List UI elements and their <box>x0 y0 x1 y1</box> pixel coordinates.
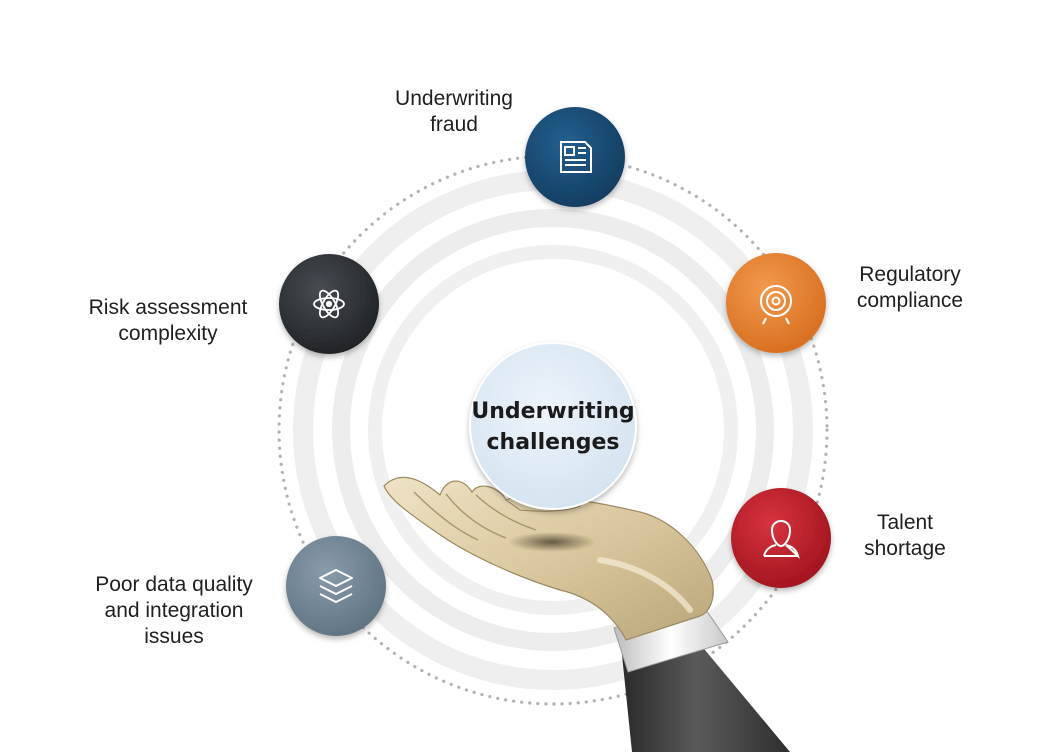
node-talent-shortage <box>731 488 831 588</box>
node-poor-data-quality <box>286 536 386 636</box>
center-title: Underwriting challenges <box>468 396 638 458</box>
center-circle <box>469 342 637 510</box>
center-title-line-2: challenges <box>486 430 620 455</box>
label-risk-assessment-complexity: Risk assessment complexity <box>78 295 258 347</box>
person-icon <box>763 520 800 559</box>
document-icon <box>560 141 592 173</box>
label-line: and integration <box>104 599 244 622</box>
layers-icon <box>319 569 353 603</box>
label-regulatory-compliance: Regulatory compliance <box>835 262 985 314</box>
node-regulatory-compliance <box>726 253 826 353</box>
label-underwriting-fraud: Underwriting fraud <box>374 86 534 138</box>
label-poor-data-quality: Poor data quality and integration issues <box>78 572 270 650</box>
label-talent-shortage: Talent shortage <box>835 510 975 562</box>
center-title-line-1: Underwriting <box>471 399 635 424</box>
node-risk-assessment-complexity <box>279 254 379 354</box>
label-line: compliance <box>856 289 964 312</box>
label-line: fraud <box>430 113 478 136</box>
node-underwriting-fraud <box>525 107 625 207</box>
atom-icon <box>313 289 345 319</box>
label-line: Poor data quality <box>95 573 253 596</box>
label-line: Regulatory <box>859 263 961 286</box>
label-line: Talent <box>876 511 934 534</box>
label-line: Risk assessment <box>88 296 248 319</box>
dotted-orbit <box>277 154 829 706</box>
label-line: shortage <box>864 537 946 560</box>
label-line: Underwriting <box>395 87 513 110</box>
target-icon <box>760 285 792 325</box>
label-line: complexity <box>118 322 218 345</box>
label-line: issues <box>144 625 204 648</box>
